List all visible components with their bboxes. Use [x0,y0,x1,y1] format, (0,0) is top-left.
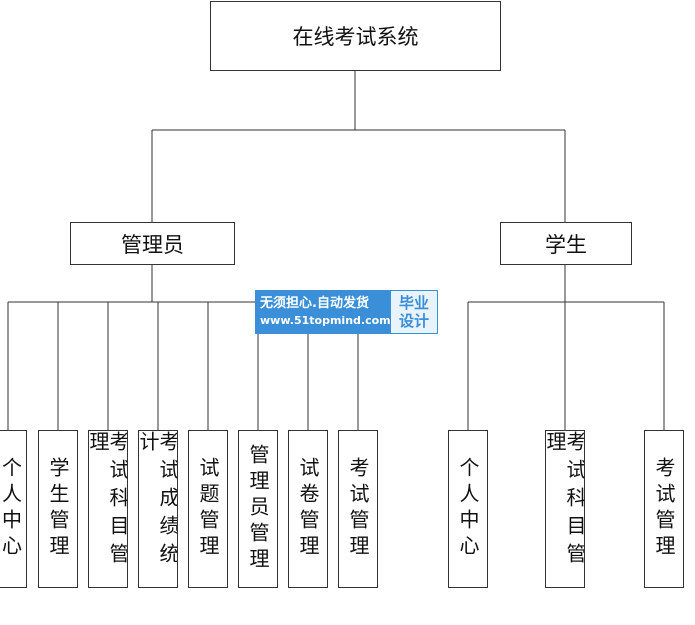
watermark-badge-bottom: 设计 [398,312,429,330]
watermark-badge-top: 毕业 [398,294,429,312]
root-node: 在线考试系统 [210,1,501,71]
watermark-slogan: 无须担心.自动发货 [260,296,369,311]
watermark-badge: 毕业 设计 [390,290,438,334]
leaf-node: 学生管理 [38,430,78,588]
leaf-label: 试题管理 [196,457,220,561]
leaf-label: 考试管理 [346,457,370,561]
branch-node-student: 学生 [500,222,632,265]
leaf-label: 管理员管理 [246,444,270,574]
leaf-label: 个人中心 [456,457,480,561]
leaf-node: 考试管理 [644,430,684,588]
leaf-node: 考试科目管理 [545,430,585,588]
root-label: 在线考试系统 [292,25,419,49]
leaf-label: 考试科目管理 [88,431,128,571]
leaf-label: 个人中心 [0,457,23,561]
branch-node-admin: 管理员 [70,222,235,265]
branch-label: 学生 [545,232,587,257]
leaf-label: 试卷管理 [296,457,320,561]
leaf-label: 考试管理 [652,457,676,561]
leaf-node: 个人中心 [0,430,27,588]
watermark-banner: 无须担心.自动发货 www.51topmind.com [255,290,391,334]
leaf-node: 考试科目管理 [88,430,128,588]
leaf-node: 考试管理 [338,430,378,588]
leaf-node: 试题管理 [188,430,228,588]
leaf-node: 考试成绩统计 [138,430,178,588]
leaf-node: 试卷管理 [288,430,328,588]
branch-label: 管理员 [121,232,184,257]
leaf-label: 考试科目管理 [545,431,585,571]
watermark-url: www.51topmind.com [260,314,391,327]
leaf-label: 学生管理 [46,457,70,561]
leaf-node: 个人中心 [448,430,488,588]
leaf-node: 管理员管理 [238,430,278,588]
leaf-label: 考试成绩统计 [138,431,178,571]
watermark: 无须担心.自动发货 www.51topmind.com 毕业 设计 [255,290,438,334]
